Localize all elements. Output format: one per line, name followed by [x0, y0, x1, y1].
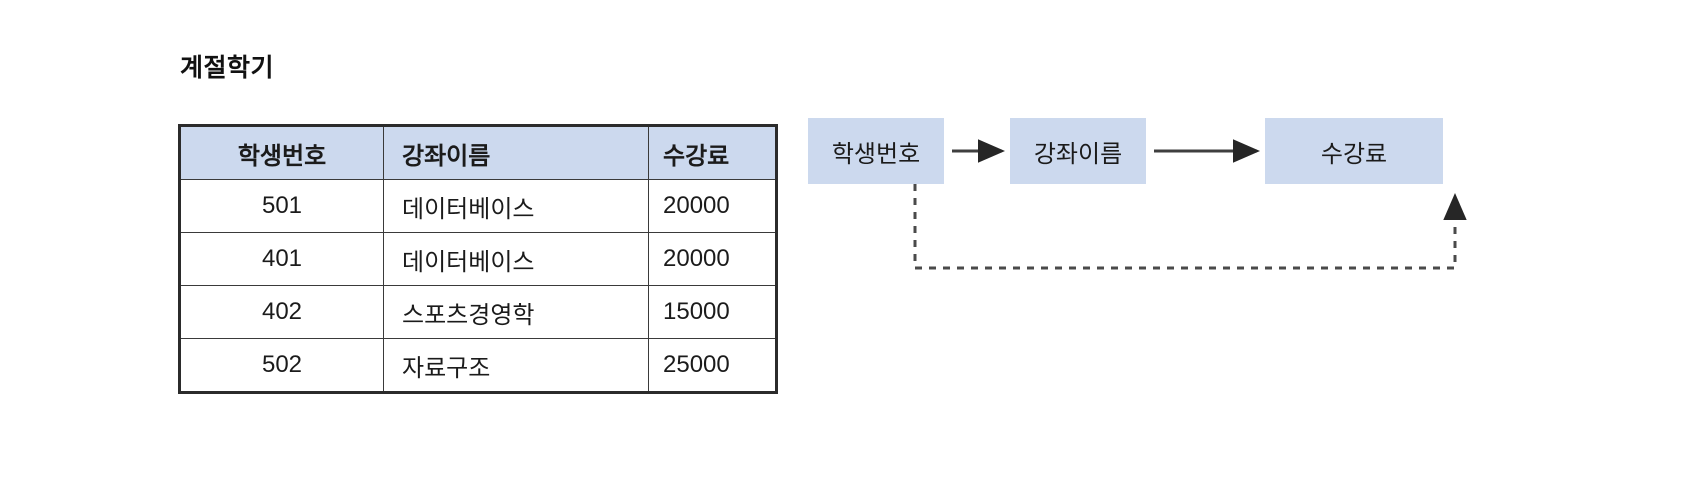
fd-node-fee: 수강료 — [1265, 118, 1443, 184]
fd-node-student-id: 학생번호 — [808, 118, 944, 184]
table-row: 502 자료구조 25000 — [178, 338, 778, 394]
edge-sid-to-fee-dashed — [913, 184, 1467, 270]
cell-student-id: 502 — [178, 338, 384, 394]
cell-course-name: 데이터베이스 — [383, 179, 649, 233]
cell-fee: 15000 — [648, 285, 778, 339]
functional-dependency-diagram: 학생번호 강좌이름 수강료 — [760, 96, 1580, 296]
fd-node-label: 강좌이름 — [1033, 140, 1123, 168]
cell-student-id: 501 — [178, 179, 384, 233]
cell-fee: 20000 — [648, 232, 778, 286]
table-row: 402 스포츠경영학 15000 — [178, 285, 778, 339]
column-header-student-id: 학생번호 — [178, 124, 384, 180]
cell-student-id: 401 — [178, 232, 384, 286]
cell-fee: 20000 — [648, 179, 778, 233]
fd-arrows — [913, 139, 1467, 270]
cell-course-name: 스포츠경영학 — [383, 285, 649, 339]
table-row: 501 데이터베이스 20000 — [178, 179, 778, 233]
cell-course-name: 데이터베이스 — [383, 232, 649, 286]
page-title: 계절학기 — [180, 54, 275, 82]
column-header-course-name: 강좌이름 — [383, 124, 649, 180]
relation-table: 학생번호 강좌이름 수강료 501 데이터베이스 20000 401 데이터베이… — [178, 124, 778, 394]
fd-node-label: 학생번호 — [831, 140, 921, 168]
column-header-fee: 수강료 — [648, 124, 778, 180]
cell-course-name: 자료구조 — [383, 338, 649, 394]
cell-fee: 25000 — [648, 338, 778, 394]
fd-node-course-name: 강좌이름 — [1010, 118, 1146, 184]
table-row: 401 데이터베이스 20000 — [178, 232, 778, 286]
table-header-row: 학생번호 강좌이름 수강료 — [178, 124, 778, 180]
fd-node-label: 수강료 — [1320, 140, 1388, 168]
cell-student-id: 402 — [178, 285, 384, 339]
